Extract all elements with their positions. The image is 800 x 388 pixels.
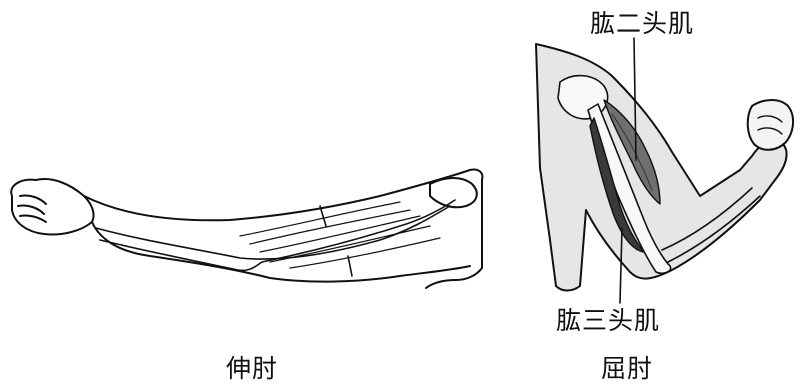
ulna-bone (100, 200, 455, 270)
elbow-extension-caption: 伸肘 (226, 349, 278, 385)
biceps-label: 肱二头肌 (590, 4, 694, 40)
elbow-joint (430, 178, 477, 207)
finger-line (18, 205, 44, 214)
finger-line (20, 215, 46, 222)
fist-shape (11, 179, 93, 235)
finger-line (20, 195, 46, 204)
flexed-arm-illustration (536, 38, 793, 303)
triceps-label: 肱三头肌 (556, 301, 660, 337)
tendon-line (348, 256, 352, 276)
forearm-top-outline (84, 170, 470, 220)
extended-arm-illustration (11, 169, 482, 288)
tendon-line (320, 206, 326, 226)
muscle-line (270, 226, 430, 262)
hand-shape (748, 100, 793, 150)
elbow-flexion-caption: 屈肘 (601, 349, 653, 385)
